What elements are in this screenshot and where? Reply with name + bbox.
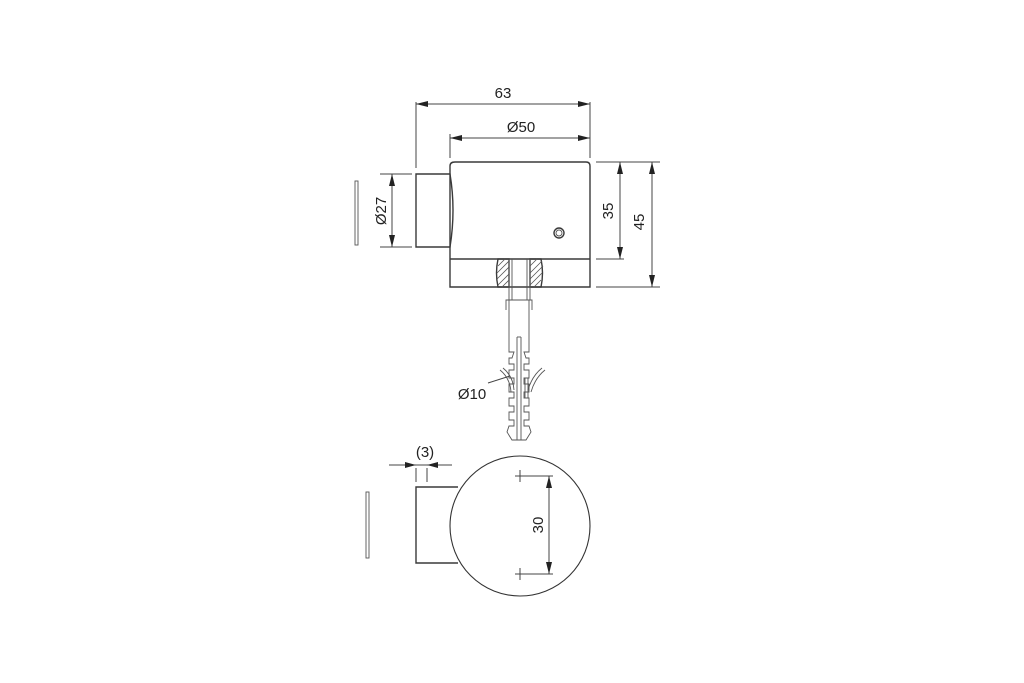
main-body: [449, 161, 591, 288]
plug-top: [505, 299, 533, 310]
set-screw-inner: [555, 229, 563, 237]
buffer-top: [415, 486, 458, 564]
dim-label-27: Ø27: [373, 197, 390, 225]
wall-plate-top: [365, 491, 370, 559]
side-view: 63 Ø50 Ø27 35 45: [354, 85, 660, 300]
set-screw-icon: [553, 227, 565, 239]
dim-label-3: (3): [416, 444, 434, 461]
barb-right-inner: [527, 367, 543, 391]
barb-right-outer: [530, 369, 546, 393]
dim-label-45: 45: [631, 214, 648, 231]
dim-label-35: 35: [600, 203, 617, 220]
top-view: (3) 30: [365, 444, 591, 597]
dim-label-50: Ø50: [507, 119, 535, 136]
barb-left-inner: [502, 367, 515, 391]
wall-plug: Ø10: [458, 299, 546, 441]
body-circle: [449, 455, 591, 597]
plug-side-notch: [524, 377, 529, 399]
bore-hatching: [495, 258, 544, 288]
plug-body: [506, 300, 532, 441]
dim-label-30: 30: [530, 517, 547, 534]
dim-label-63: 63: [495, 85, 512, 102]
wall-plate-side: [354, 180, 359, 246]
rubber-buffer: [415, 173, 454, 248]
leader-10: [487, 375, 511, 384]
dim-label-10: Ø10: [458, 386, 486, 403]
barb-left-outer: [499, 369, 512, 393]
